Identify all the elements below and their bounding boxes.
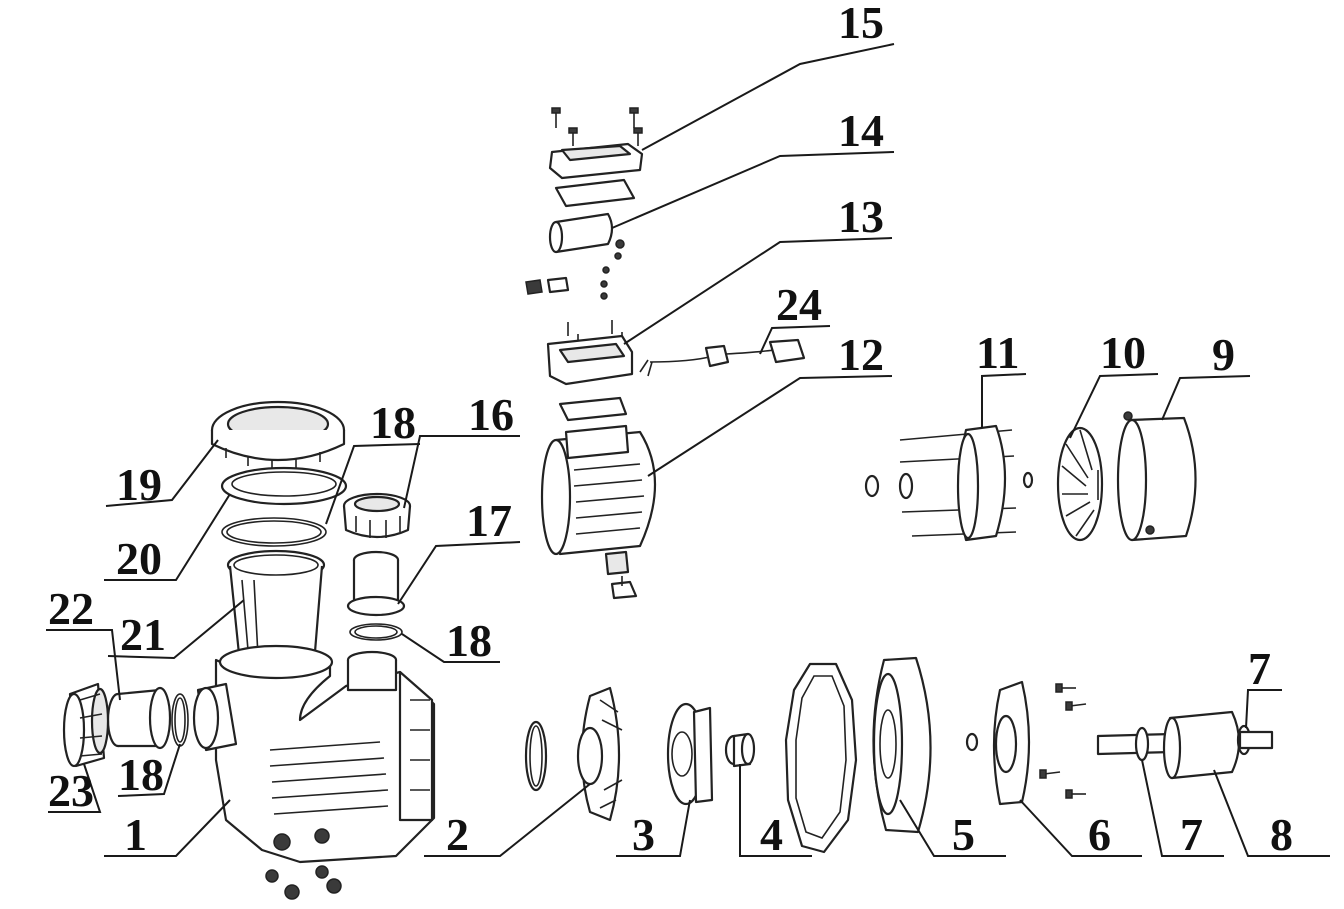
callout-18-upper: 18 — [370, 397, 416, 448]
callout-23: 23 — [48, 765, 94, 816]
part-mechanical-seal — [724, 732, 756, 768]
callout-12: 12 — [838, 329, 884, 380]
part-lid — [220, 466, 348, 506]
part-fan — [1056, 426, 1104, 542]
callout-16: 16 — [468, 389, 514, 440]
callout-2: 2 — [446, 809, 469, 860]
callout-17: 17 — [466, 495, 512, 546]
callout-15: 15 — [838, 0, 884, 48]
callout-numbers: 15 14 13 24 12 11 10 9 19 18 16 17 20 22… — [48, 0, 1293, 860]
part-pump-body — [192, 644, 436, 900]
callout-21: 21 — [120, 609, 166, 660]
part-union-nut — [342, 492, 412, 539]
part-power-cable — [639, 338, 806, 377]
part-impeller — [666, 702, 714, 806]
callout-3: 3 — [632, 809, 655, 860]
callout-7-bottom: 7 — [1180, 809, 1203, 860]
callout-14: 14 — [838, 105, 884, 156]
callout-18-left: 18 — [118, 749, 164, 800]
part-diffuser — [524, 686, 623, 822]
part-union-tail — [346, 550, 406, 617]
part-rotor-shaft — [1096, 710, 1274, 780]
callout-8: 8 — [1270, 809, 1293, 860]
part-lid-ring — [210, 400, 346, 470]
callout-7-top: 7 — [1248, 643, 1271, 694]
part-capacitor — [525, 212, 625, 300]
part-terminal-box — [546, 320, 634, 422]
part-fan-cover — [1116, 411, 1197, 542]
part-seal-plate — [872, 656, 932, 834]
callout-18-right: 18 — [446, 615, 492, 666]
callout-6: 6 — [1088, 809, 1111, 860]
callout-20: 20 — [116, 533, 162, 584]
callout-24: 24 — [776, 279, 822, 330]
callout-5: 5 — [952, 809, 975, 860]
part-motor-housing — [540, 424, 657, 600]
callout-4: 4 — [760, 809, 783, 860]
callout-9: 9 — [1212, 329, 1235, 380]
callout-19: 19 — [116, 459, 162, 510]
part-union-tail-left — [106, 686, 172, 750]
callout-22: 22 — [48, 583, 94, 634]
part-gasket — [784, 662, 858, 854]
part-o-ring-left — [171, 693, 189, 747]
part-terminal-cover — [548, 107, 644, 208]
part-o-ring-right — [349, 623, 403, 641]
part-bearing-bracket — [965, 680, 1087, 806]
part-end-shield — [864, 424, 1034, 542]
callout-10: 10 — [1100, 327, 1146, 378]
leader-lines — [46, 43, 1330, 857]
part-o-ring-upper — [221, 517, 327, 547]
part-union-nut-left — [62, 682, 110, 768]
part-strainer-basket — [226, 549, 326, 674]
callout-11: 11 — [976, 327, 1019, 378]
callout-1: 1 — [124, 809, 147, 860]
callout-13: 13 — [838, 191, 884, 242]
